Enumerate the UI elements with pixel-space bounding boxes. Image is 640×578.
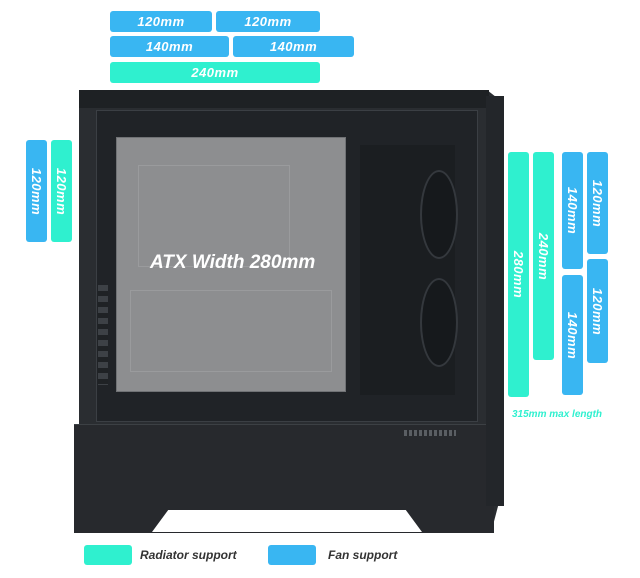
brand-logo bbox=[404, 430, 456, 436]
pill-label: 140mm bbox=[565, 186, 580, 235]
pill-label: 140mm bbox=[269, 39, 318, 54]
front-radiator-280: 280mm bbox=[508, 152, 529, 397]
front-fan-120-upper: 120mm bbox=[587, 152, 608, 254]
mobo-detail-lower bbox=[130, 290, 332, 372]
pill-label: 120mm bbox=[29, 167, 44, 215]
expansion-slots bbox=[98, 285, 108, 385]
top-fan-140-right: 140mm bbox=[233, 36, 354, 57]
legend-radiator-swatch bbox=[84, 545, 132, 565]
case-foot-gap bbox=[152, 510, 422, 532]
legend-fan-label: Fan support bbox=[328, 548, 398, 562]
motherboard-area bbox=[116, 137, 346, 392]
front-fan-120-lower: 120mm bbox=[587, 259, 608, 363]
pill-label: 120mm bbox=[590, 287, 605, 335]
rear-fan-120: 120mm bbox=[26, 140, 47, 242]
top-fan-140-left: 140mm bbox=[110, 36, 229, 57]
legend-fan-swatch bbox=[268, 545, 316, 565]
pill-label: 140mm bbox=[565, 311, 580, 359]
pill-label: 120mm bbox=[54, 167, 69, 215]
front-fan-140-lower: 140mm bbox=[562, 275, 583, 395]
pill-label: 140mm bbox=[145, 39, 194, 54]
mobo-detail-upper bbox=[138, 165, 290, 267]
max-length-note: 315mm max length bbox=[512, 409, 603, 420]
front-radiator-240: 240mm bbox=[533, 152, 554, 360]
pill-label: 280mm bbox=[511, 250, 526, 299]
atx-width-label: ATX Width 280mm bbox=[150, 252, 316, 273]
rear-radiator-120: 120mm bbox=[51, 140, 72, 242]
front-panel-edge bbox=[486, 96, 504, 506]
case-top-rail bbox=[79, 90, 489, 108]
pill-label: 240mm bbox=[191, 65, 239, 80]
pill-label: 120mm bbox=[137, 14, 185, 29]
pill-label: 120mm bbox=[590, 179, 605, 227]
front-fan-lower bbox=[420, 278, 458, 367]
top-radiator-240: 240mm bbox=[110, 62, 320, 83]
pill-label: 120mm bbox=[244, 14, 292, 29]
front-fan-140-upper: 140mm bbox=[562, 152, 583, 269]
top-fan-120-right: 120mm bbox=[216, 11, 320, 32]
legend-radiator-label: Radiator support bbox=[140, 548, 237, 562]
pill-label: 240mm bbox=[536, 232, 551, 280]
top-fan-120-left: 120mm bbox=[110, 11, 212, 32]
front-fan-upper bbox=[420, 170, 458, 259]
